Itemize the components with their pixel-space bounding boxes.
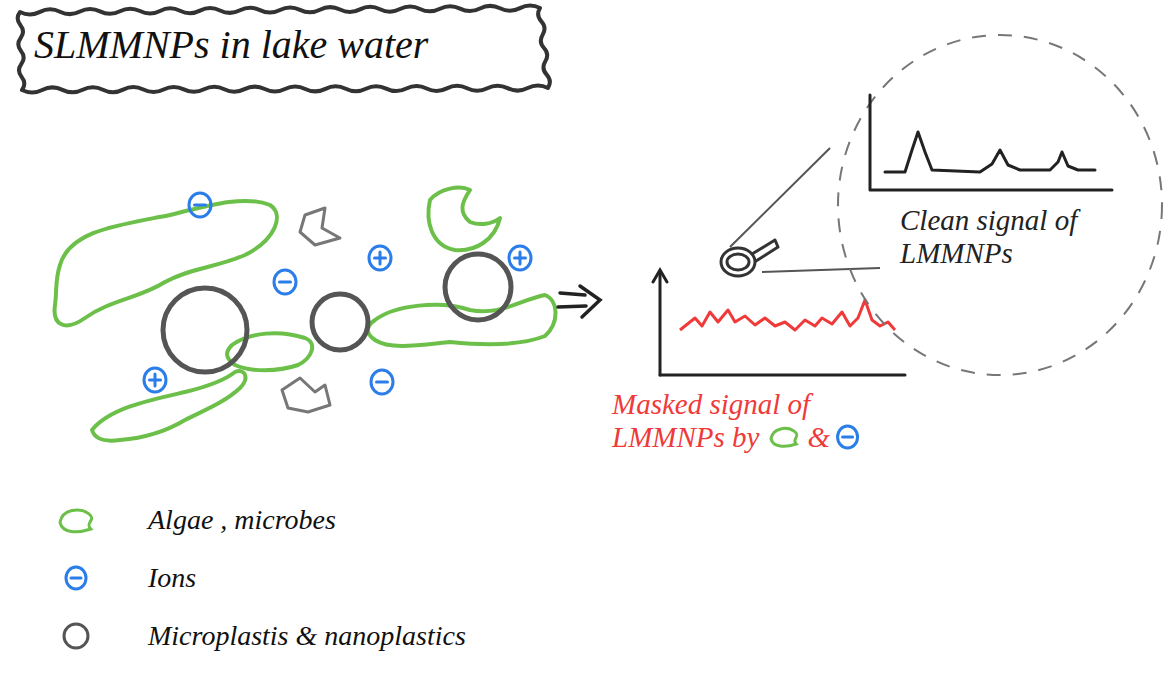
algae-icon bbox=[60, 510, 92, 532]
anion-symbol bbox=[189, 193, 211, 217]
cation-symbol bbox=[509, 246, 531, 270]
ampersand-label: & bbox=[807, 421, 830, 454]
irregular-plastics bbox=[282, 208, 340, 412]
anion-symbol bbox=[66, 567, 86, 589]
cation-symbol bbox=[144, 368, 166, 392]
ion-symbols bbox=[144, 193, 531, 394]
zoom-leaders bbox=[730, 148, 880, 272]
anion-symbol bbox=[274, 270, 296, 294]
anion-symbol bbox=[838, 426, 858, 448]
legend-icons bbox=[40, 490, 160, 678]
legend-text: Algae , microbes bbox=[148, 504, 336, 536]
legend-text: Microplastis & nanoplastics bbox=[148, 620, 466, 652]
masked-signal-label: Masked signal of LMMNPs by bbox=[612, 388, 827, 455]
title-frame bbox=[18, 6, 550, 93]
cation-symbol bbox=[369, 246, 391, 270]
plastic-icon bbox=[64, 624, 88, 648]
zoom-circle bbox=[838, 35, 1162, 375]
transition-arrow bbox=[558, 286, 600, 317]
algae-shapes bbox=[55, 188, 556, 441]
masked-signal bbox=[680, 300, 895, 330]
masked-chart-axes bbox=[653, 270, 905, 375]
title: SLMMNPs in lake water bbox=[34, 22, 534, 68]
anion-symbol bbox=[371, 370, 393, 394]
plastic-particles bbox=[163, 254, 511, 372]
algae-icon bbox=[771, 429, 797, 447]
legend-text: Ions bbox=[148, 562, 196, 594]
clean-signal-label: Clean signal of LMMNPs bbox=[900, 204, 1110, 271]
clean-chart bbox=[870, 95, 1112, 190]
magnifier bbox=[721, 240, 778, 276]
